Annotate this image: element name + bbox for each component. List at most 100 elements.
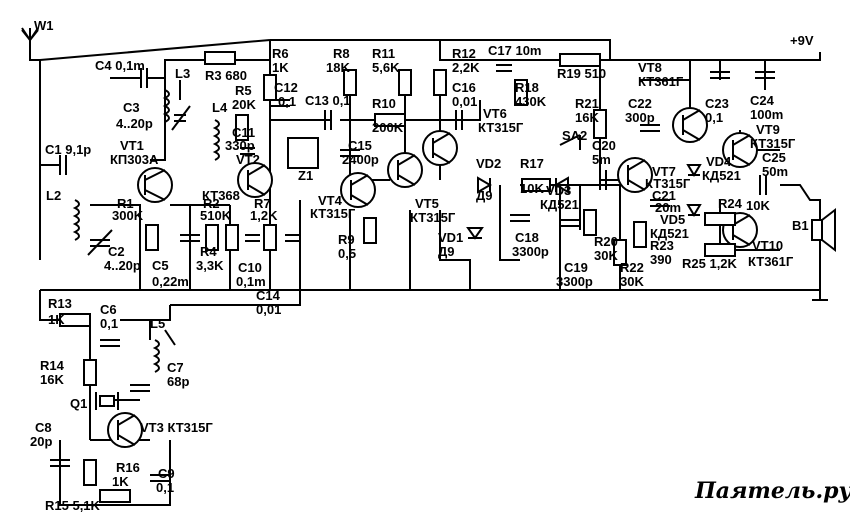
label-r16a: R16 xyxy=(116,460,140,475)
label-c16b: 0,01 xyxy=(452,94,477,109)
label-r11b: 5,6K xyxy=(372,60,400,75)
label-vd5b: КД521 xyxy=(650,226,689,241)
label-vt1a: VT1 xyxy=(120,138,144,153)
label-r22a: R22 xyxy=(620,260,644,275)
label-r13a: R13 xyxy=(48,296,72,311)
label-r15: R15 5,1K xyxy=(45,498,101,513)
label-c6a: C6 xyxy=(100,302,117,317)
resistor-r24 xyxy=(704,212,736,226)
capacitor-c8 xyxy=(50,459,70,467)
label-vd1a: VD1 xyxy=(438,230,463,245)
label-r24: R24 xyxy=(718,196,743,211)
label-r10a: R10 xyxy=(372,96,396,111)
label-c4: C4 0,1m xyxy=(95,58,145,73)
diode-vd3 xyxy=(554,176,569,194)
resistor-r5 xyxy=(235,114,249,141)
label-c3b: 4..20p xyxy=(116,116,153,131)
filter-z1 xyxy=(287,137,319,169)
label-c6b: 0,1 xyxy=(100,316,118,331)
label-c10: C10 xyxy=(238,260,262,275)
inductor-l3 xyxy=(162,89,170,123)
capacitor-c10 xyxy=(245,234,260,242)
label-c2b: 4..20p xyxy=(104,258,141,273)
label-c15b: 2400p xyxy=(342,152,379,167)
transistor-vt9 xyxy=(722,132,758,168)
label-c15a: C15 xyxy=(348,138,372,153)
label-r21b: 16K xyxy=(575,110,599,125)
label-c5: C5 xyxy=(152,258,169,273)
resistor-r10 xyxy=(374,113,406,127)
inductor-l5 xyxy=(152,329,176,373)
label-supply: +9V xyxy=(790,33,814,48)
switch-sa2 xyxy=(559,134,581,150)
label-vd3a: VD3 xyxy=(546,183,571,198)
capacitor-c4 xyxy=(140,68,148,88)
label-vt8a: VT8 xyxy=(638,60,662,75)
label-r13b: 1K xyxy=(48,312,65,327)
label-c16a: C16 xyxy=(452,80,476,95)
label-c20a: C20 xyxy=(592,138,616,153)
label-w1: W1 xyxy=(34,18,54,33)
label-vt2t: КТ368 xyxy=(202,188,240,203)
capacitor-c19 xyxy=(560,219,580,227)
capacitor-c21 xyxy=(650,199,670,207)
label-vd1b: Д9 xyxy=(438,244,455,259)
resistor-r8 xyxy=(343,69,357,96)
label-r4a: R4 xyxy=(200,244,217,259)
label-r7b: 1,2K xyxy=(250,208,278,223)
label-c19a: C19 xyxy=(564,260,588,275)
capacitor-c5 xyxy=(180,234,200,242)
label-r25: R25 1,2K xyxy=(682,256,738,271)
resistor-r25 xyxy=(704,243,736,257)
label-r23b: 390 xyxy=(650,252,672,267)
inductor-l4 xyxy=(212,119,220,161)
resistor-r21 xyxy=(593,109,607,139)
resistor-r11 xyxy=(398,69,412,96)
label-vt10b: КТ361Г xyxy=(748,254,794,269)
label-r22b: 30K xyxy=(620,274,644,289)
label-z1: Z1 xyxy=(298,168,313,183)
label-r3: R3 680 xyxy=(205,68,247,83)
label-c9b: 0,1 xyxy=(156,480,174,495)
resistor-r4 xyxy=(225,224,239,251)
resistor-r3 xyxy=(204,51,236,65)
label-vd5a: VD5 xyxy=(660,212,685,227)
label-r9a: R9 xyxy=(338,232,355,247)
label-c17: C17 10m xyxy=(488,43,541,58)
label-vd4: VD4 xyxy=(706,154,732,169)
capacitor-c22 xyxy=(640,124,660,132)
label-c11b: 330p xyxy=(225,138,255,153)
speaker-b1 xyxy=(811,207,836,253)
capacitor-c20 xyxy=(599,170,607,190)
capacitor-c18 xyxy=(510,214,530,222)
label-r18a: R18 xyxy=(515,80,539,95)
label-vd2: VD2 xyxy=(476,156,501,171)
label-vt7: VT7 xyxy=(652,164,676,179)
label-c24b: 100m xyxy=(750,107,783,122)
label-vt4b: КТ315Г xyxy=(310,206,356,221)
resistor-r13 xyxy=(59,313,91,327)
label-c22b: 300p xyxy=(625,110,655,125)
label-r12b: 2,2K xyxy=(452,60,480,75)
inductor-l2 xyxy=(72,199,80,241)
label-c3a: C3 xyxy=(123,100,140,115)
ground-symbol xyxy=(812,290,828,301)
label-r17: R17 xyxy=(520,156,544,171)
label-r12a: R12 xyxy=(452,46,476,61)
resistor-r9 xyxy=(363,217,377,244)
label-l5: L5 xyxy=(150,316,165,331)
label-vt7t: КТ315Г xyxy=(645,176,691,191)
transistor-vt1 xyxy=(137,167,173,203)
transistor-vt4 xyxy=(340,172,376,208)
label-r20b: 30K xyxy=(594,248,618,263)
label-vt2: VT2 xyxy=(236,152,260,167)
resistor-r23 xyxy=(633,221,647,248)
label-c23b: 0,1 xyxy=(705,110,723,125)
label-r17b: 10K xyxy=(520,181,544,196)
label-c18a: C18 xyxy=(515,230,539,245)
label-vt6a: VT6 xyxy=(483,106,507,121)
resistor-r14 xyxy=(83,359,97,386)
resistor-r1 xyxy=(145,224,159,251)
label-c22a: C22 xyxy=(628,96,652,111)
